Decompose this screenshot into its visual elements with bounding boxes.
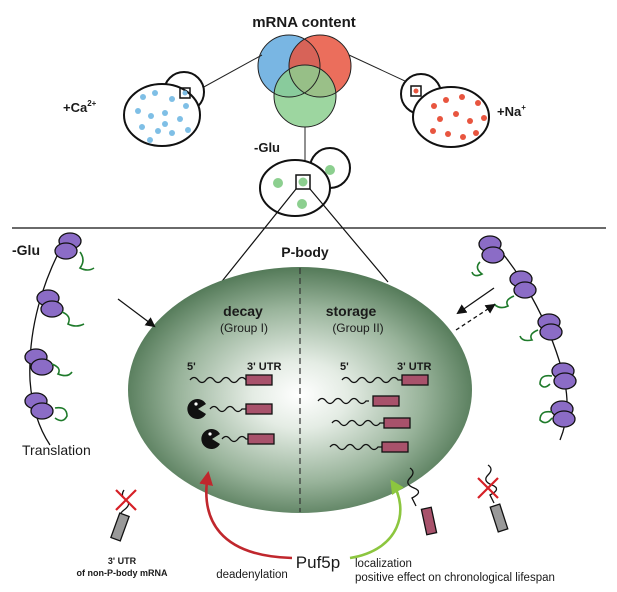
venn-diagram	[257, 34, 352, 128]
left-ribosomes	[24, 232, 82, 420]
storage-title: storage	[326, 303, 377, 319]
right-nascent-peptides	[471, 261, 553, 424]
left-polysome-mrna	[29, 234, 69, 446]
nonpbody-mrna-left	[110, 489, 137, 542]
translation-label: Translation	[22, 442, 91, 458]
storage-mrna-3	[331, 417, 411, 429]
glucose-label-top: -Glu	[254, 140, 280, 155]
pacman-exonuclease-1	[187, 399, 206, 420]
calcium-yeast-cell	[123, 71, 205, 147]
storage-mrna-2	[317, 395, 400, 407]
storage-mrna-1	[341, 374, 429, 386]
zoom-line-right	[309, 188, 389, 283]
nonpbody-label-line1: 3' UTR	[108, 556, 137, 566]
left-nascent-peptides	[51, 251, 95, 422]
utr-label-right: 3' UTR	[397, 361, 431, 373]
pacman-exonuclease-2	[201, 429, 220, 450]
storage-group: (Group II)	[332, 321, 383, 335]
pbody-to-translation-arrow-right	[455, 303, 496, 331]
nonpbody-mrna-right	[477, 464, 509, 533]
venn-glucose-circle	[274, 65, 336, 127]
puf5p-target-mrna	[407, 467, 438, 536]
puf5p-label: Puf5p	[296, 553, 340, 572]
sodium-yeast-cell	[400, 73, 490, 148]
utr-label-left: 3' UTR	[247, 361, 281, 373]
lifespan-effect-label: positive effect on chronological lifespa…	[355, 572, 555, 584]
decay-mrna-2	[187, 399, 273, 420]
pbody-title: P-body	[281, 244, 329, 260]
right-ribosomes	[478, 235, 577, 428]
translation-to-pbody-arrow-right	[456, 287, 495, 315]
zoom-line-left	[218, 188, 297, 286]
sodium-label: +Na+	[497, 103, 526, 119]
deadenylation-label: deadenylation	[216, 569, 288, 581]
venn-title: mRNA content	[252, 14, 356, 31]
glucose-yeast-cell	[259, 147, 351, 217]
storage-mrna-4	[329, 441, 409, 453]
five-prime-label-left: 5'	[187, 361, 196, 373]
calcium-label: +Ca2+	[63, 99, 97, 115]
nonpbody-label-line2: of non-P-body mRNA	[77, 568, 168, 578]
venn-to-ca-line	[201, 54, 263, 89]
decay-title: decay	[223, 303, 263, 319]
localization-label: localization	[355, 558, 412, 570]
deadenylation-arrow	[199, 471, 293, 560]
localization-arrow	[349, 479, 404, 560]
translation-to-pbody-arrow	[117, 298, 156, 328]
decay-mrna-1	[189, 374, 273, 386]
decay-mrna-3	[201, 429, 275, 450]
glucose-label-bottom: -Glu	[12, 242, 40, 258]
decay-group: (Group I)	[220, 321, 268, 335]
five-prime-label-right: 5'	[340, 361, 349, 373]
